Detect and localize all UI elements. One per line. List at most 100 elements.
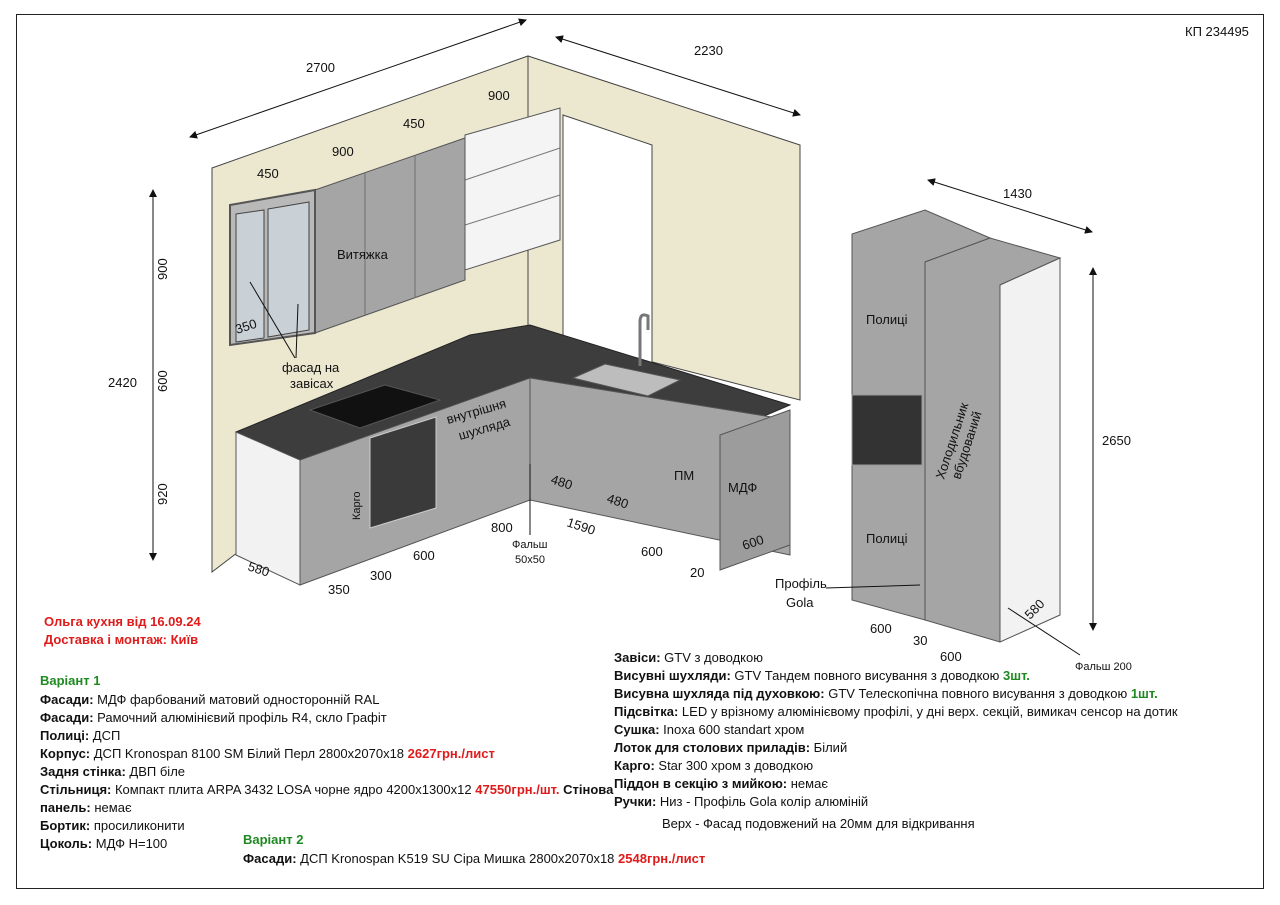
dim-h920: 920 (155, 483, 170, 505)
dim-w600: 600 (413, 548, 435, 563)
spec-key: Бортик: (40, 818, 91, 833)
label-pm: ПМ (674, 468, 694, 483)
tall-side-panel (999, 257, 1061, 643)
hardware-row: Піддон в секцію з мийкою: немає (614, 775, 1178, 793)
variant1-specs: Фасади: МДФ фарбований матовий односторо… (40, 691, 613, 853)
dim-w800: 800 (491, 520, 513, 535)
hardware-row: Завіси: GTV з доводкою (614, 649, 1178, 667)
variant1-row: Бортик: просиликонити (40, 817, 613, 835)
dim-900-upper: 900 (332, 144, 354, 159)
spec-value: ДВП біле (125, 764, 186, 779)
spec-key: Висувні шухляди: (614, 668, 731, 683)
variant2-price: 2548грн./лист (618, 851, 706, 866)
label-cargo: Карго (351, 491, 363, 520)
spec-value: LED у врізному алюмінієвому профілі, у д… (678, 704, 1178, 719)
spec-value: МДФ H=100 (92, 836, 168, 851)
hob (308, 384, 442, 429)
spec-key: Завіси: (614, 650, 661, 665)
hardware-row: Підсвітка: LED у врізному алюмінієвому п… (614, 703, 1178, 721)
dim-450-b: 450 (403, 116, 425, 131)
dim-2420: 2420 (108, 375, 137, 390)
label-shelves-bottom: Полиці (866, 531, 908, 546)
label-hood: Витяжка (337, 247, 389, 262)
spec-key: Стільниця: (40, 782, 112, 797)
hardware-row: Карго: Star 300 хром з доводкою (614, 757, 1178, 775)
variant1-row: Фасади: Рамочний алюмінієвий профіль R4,… (40, 709, 613, 727)
variant1-row: панель: немає (40, 799, 613, 817)
spec-value: Білий (810, 740, 848, 755)
doc-number: КП 234495 (1185, 24, 1249, 39)
variant1-row: Задня стінка: ДВП біле (40, 763, 613, 781)
spec-key: Цоколь: (40, 836, 93, 851)
spec-value: GTV Телескопічна повного висування з дов… (824, 686, 1131, 701)
hardware-row: Висувні шухляди: GTV Тандем повного вису… (614, 667, 1178, 685)
spec-key: Сушка: (614, 722, 660, 737)
dim-450-upper: 450 (257, 166, 279, 181)
spec-key: Задня стінка: (40, 764, 126, 779)
variant1-row: Цоколь: МДФ H=100 (40, 835, 613, 853)
spec-value: Компакт плита ARPA 3432 LOSA чорне ядро … (111, 782, 476, 797)
dim-tall-30: 30 (913, 633, 927, 648)
spec-qty: 3шт. (1003, 668, 1030, 683)
end-panel-mdf (719, 409, 791, 571)
spec-value: МДФ фарбований матовий односторонній RAL (93, 692, 380, 707)
variant2-title: Варіант 2 (243, 832, 304, 847)
dim-w300: 300 (370, 568, 392, 583)
dim-tall-600a: 600 (870, 621, 892, 636)
label-fold-1: Фальш (512, 539, 548, 551)
spec-key: панель: (40, 800, 91, 815)
dim-480b: 480 (605, 491, 630, 512)
dim-900-top: 900 (488, 88, 510, 103)
sink (571, 363, 682, 397)
label-profile-1: Профіль (775, 576, 827, 591)
spec-key: Полиці: (40, 728, 90, 743)
spec-key: Корпус: (40, 746, 91, 761)
label-profile-2: Gola (786, 595, 814, 610)
variant2-value: ДСП Kronospan K519 SU Сіра Мишка 2800x20… (296, 851, 619, 866)
spec-value: просиликонити (90, 818, 185, 833)
label-facade-hinges-1: фасад на (282, 360, 340, 375)
spec-price: 47550грн./шт. (475, 782, 560, 797)
dim-tall-600b: 600 (940, 649, 962, 664)
spec-value: Рамочний алюмінієвий профіль R4, скло Гр… (93, 710, 387, 725)
variant1-row: Фасади: МДФ фарбований матовий односторо… (40, 691, 613, 709)
label-facade-hinges-2: завісах (290, 376, 334, 391)
drawing-frame (16, 14, 1264, 889)
dim-2650: 2650 (1102, 433, 1131, 448)
spec-price: 2627грн./лист (407, 746, 495, 761)
spec-key: Висувна шухляда під духовкою: (614, 686, 825, 701)
oven (369, 416, 437, 529)
spec-key: Ручки: (614, 794, 657, 809)
dim-2230: 2230 (694, 43, 723, 58)
label-mdf: МДФ (728, 480, 757, 495)
label-fold-2: 50x50 (515, 554, 545, 566)
variant1-row: Полиці: ДСП (40, 727, 613, 745)
hardware-row: Лоток для столових приладів: Білий (614, 739, 1178, 757)
variant1-title: Варіант 1 (40, 673, 101, 688)
dim-600-end: 600 (740, 532, 765, 553)
spec-value: ДСП Kronospan 8100 SM Білий Перл 2800x20… (90, 746, 408, 761)
hardware-row: Висувна шухляда під духовкою: GTV Телеск… (614, 685, 1178, 703)
spec-value: немає (787, 776, 828, 791)
spec-key: Підсвітка: (614, 704, 679, 719)
built-in-oven (851, 394, 923, 466)
spec-qty: 1шт. (1130, 686, 1158, 701)
dim-480a: 480 (549, 472, 574, 493)
dim-w20: 20 (690, 565, 704, 580)
dim-2700: 2700 (306, 60, 335, 75)
spec-value: Низ - Профіль Gola колір алюміній (656, 794, 869, 809)
dim-w1590: 1590 (565, 515, 597, 538)
spec-value: ДСП (89, 728, 121, 743)
spec-key: Лоток для столових приладів: (614, 740, 811, 755)
spec-key: Піддон в секцію з мийкою: (614, 776, 788, 791)
hardware-row: Сушка: Inoxa 600 standart хром (614, 721, 1178, 739)
handles-top: Верх - Фасад подовжений на 20мм для відк… (662, 816, 975, 831)
label-shelves-top: Полиці (866, 312, 908, 327)
spec-value: Star 300 хром з доводкою (654, 758, 814, 773)
spec-key: Фасади: (40, 692, 94, 707)
variant1-row: Стільниця: Компакт плита ARPA 3432 LOSA … (40, 781, 613, 799)
dim-w600b: 600 (641, 544, 663, 559)
delivery-info: Доставка і монтаж: Київ (44, 632, 199, 647)
